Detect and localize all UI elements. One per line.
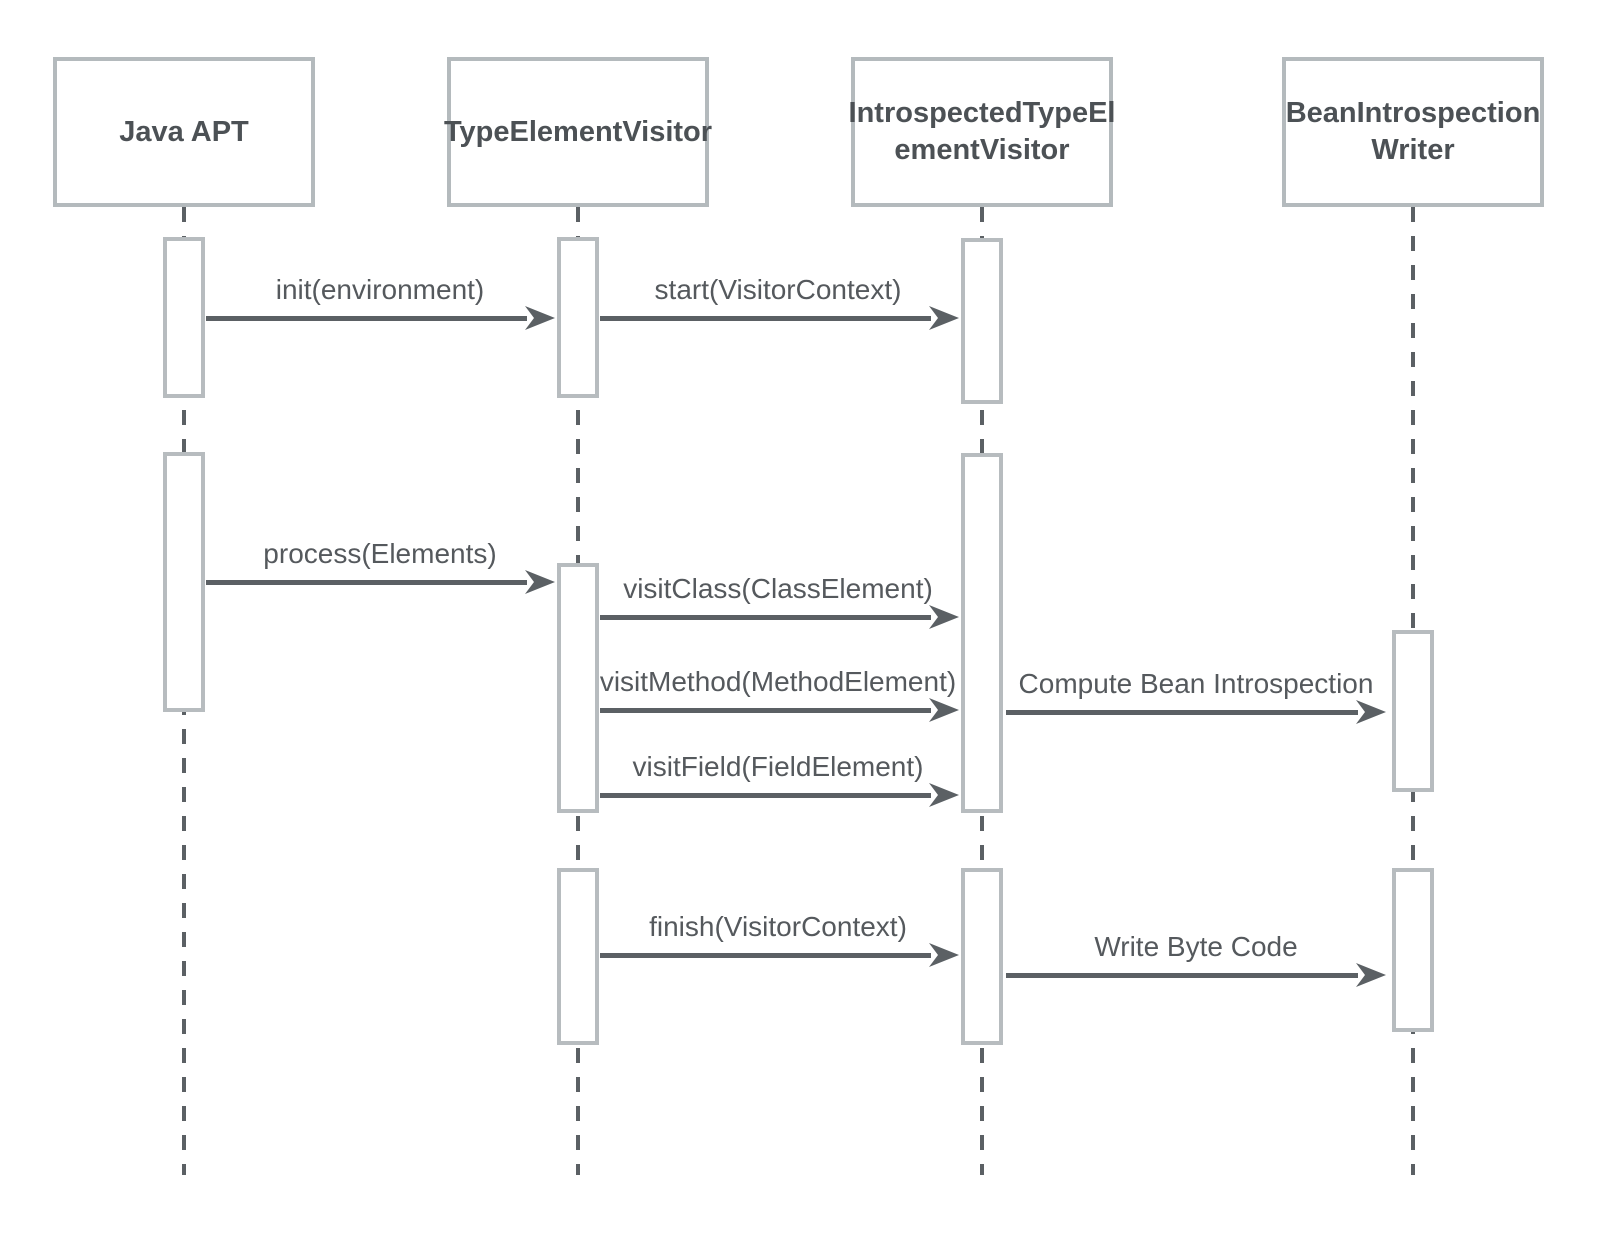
activation-bar-introspected-type-element-visitor-1 bbox=[961, 238, 1003, 404]
message-label: start(VisitorContext) bbox=[654, 274, 902, 305]
activation-bar-java-apt-1 bbox=[163, 237, 205, 398]
participant-label: Java APT bbox=[119, 115, 249, 148]
activation-bar-type-element-visitor-2 bbox=[557, 563, 599, 813]
arrow-head-icon bbox=[1356, 700, 1386, 724]
arrow-head-icon bbox=[525, 306, 555, 330]
arrow-head-icon bbox=[929, 783, 959, 807]
message-arrow-line bbox=[1006, 973, 1358, 978]
participant-label: Writer bbox=[1371, 134, 1455, 166]
message-arrow-line bbox=[600, 316, 931, 321]
arrow-head-icon bbox=[1356, 963, 1386, 987]
message-label: finish(VisitorContext) bbox=[649, 911, 907, 942]
message-label: visitField(FieldElement) bbox=[632, 751, 924, 782]
message-arrow-line bbox=[600, 793, 931, 798]
message-label: process(Elements) bbox=[263, 538, 497, 569]
arrow-head-icon bbox=[929, 605, 959, 629]
message-arrow-line bbox=[600, 708, 931, 713]
arrow-head-icon bbox=[929, 943, 959, 967]
activation-bar-type-element-visitor-1 bbox=[557, 237, 599, 398]
message-arrow-line bbox=[600, 953, 931, 958]
message-label: Compute Bean Introspection bbox=[1018, 668, 1374, 699]
participant-label: IntrospectedTypeEl bbox=[848, 97, 1116, 129]
message-label: visitMethod(MethodElement) bbox=[599, 666, 957, 697]
arrow-head-icon bbox=[929, 698, 959, 722]
participant-java-apt: Java APT bbox=[53, 57, 315, 207]
message-arrow-line bbox=[600, 615, 931, 620]
activation-bar-bean-introspection-writer-1 bbox=[1392, 630, 1434, 792]
arrow-head-icon bbox=[525, 570, 555, 594]
participant-introspected-type-element-visitor: IntrospectedTypeEl ementVisitor bbox=[848, 57, 1116, 207]
message-label: init(environment) bbox=[275, 274, 485, 305]
message-arrow-line bbox=[206, 580, 527, 585]
message-arrow-line bbox=[206, 316, 527, 321]
message-label: visitClass(ClassElement) bbox=[623, 573, 933, 604]
participant-type-element-visitor: TypeElementVisitor bbox=[443, 57, 713, 207]
message-arrow-line bbox=[1006, 710, 1358, 715]
participant-label: TypeElementVisitor bbox=[443, 115, 713, 148]
participant-label: ementVisitor bbox=[894, 134, 1070, 166]
arrow-head-icon bbox=[929, 306, 959, 330]
activation-bar-java-apt-2 bbox=[163, 452, 205, 712]
activation-bar-introspected-type-element-visitor-2 bbox=[961, 453, 1003, 813]
participant-bean-introspection-writer: BeanIntrospection Writer bbox=[1282, 57, 1544, 207]
activation-bar-introspected-type-element-visitor-3 bbox=[961, 868, 1003, 1045]
message-label: Write Byte Code bbox=[1094, 931, 1298, 962]
participant-label: BeanIntrospection bbox=[1285, 97, 1541, 129]
activation-bar-type-element-visitor-3 bbox=[557, 868, 599, 1045]
activation-bar-bean-introspection-writer-2 bbox=[1392, 868, 1434, 1032]
